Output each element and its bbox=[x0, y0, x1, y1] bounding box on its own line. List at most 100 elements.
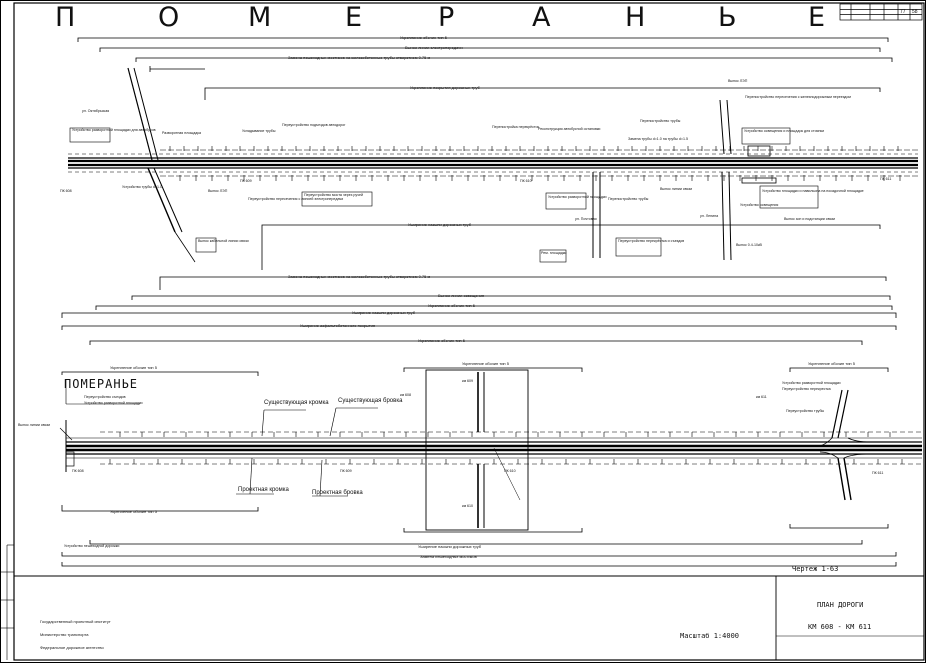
lower-row-label: Укрепление обочин тип 5 bbox=[462, 361, 509, 366]
title-block-frame bbox=[14, 575, 924, 660]
upper-note: Вынос ЛЭП bbox=[208, 189, 228, 193]
upper-pk: ул. Почтовая bbox=[575, 217, 597, 221]
upper-bottom-band-1: Уширение насыпи дорожных труб bbox=[408, 222, 472, 227]
title-letter-8: Ь bbox=[718, 2, 737, 33]
upper-pk: ПК 610 bbox=[520, 179, 532, 183]
upper-band-1: Укрепление обочин тип 5 bbox=[400, 35, 447, 40]
lower-row-label: Уширение асфальтобетонного покрытия bbox=[300, 323, 376, 328]
org-line-2: Министерство транспорта bbox=[40, 632, 89, 637]
inner-frame bbox=[13, 2, 925, 661]
upper-pk: ул. Октябрьская bbox=[82, 109, 110, 113]
lower-brackets bbox=[61, 312, 897, 567]
lower-note-project-brow: Проектная бровка bbox=[312, 490, 363, 496]
upper-note: Устройство трубы d=1.0 bbox=[122, 185, 162, 189]
lower-row-label: Уширение насыпи дорожных труб bbox=[418, 544, 482, 549]
scale: Масштаб 1:4000 bbox=[680, 632, 740, 640]
upper-note: Замена трубы d=1.0 на трубы d=1.5 bbox=[628, 137, 688, 141]
town-name: ПОМЕРАНЬЕ bbox=[64, 377, 139, 391]
lower-note: Переустройство трубы bbox=[786, 409, 825, 413]
lower-note: Устройство разворотной площадки bbox=[84, 401, 143, 405]
lower-note-existing-edge: Существующая кромка bbox=[264, 400, 329, 406]
lower-note-existing-brow: Существующая бровка bbox=[338, 398, 403, 404]
upper-pk: ПК 611 bbox=[880, 177, 892, 181]
lower-note-project-edge: Проектная кромка bbox=[238, 487, 289, 493]
upper-note: Перепостройство трубы bbox=[640, 119, 681, 123]
km-range: КМ 608 - КМ 611 bbox=[808, 623, 872, 631]
upper-pk: ПК 609 bbox=[240, 179, 252, 183]
upper-note-boxes bbox=[69, 127, 819, 263]
drawing-number: Чертеж 1-63 bbox=[792, 565, 839, 573]
lower-note: Переустройство съездов bbox=[84, 395, 126, 399]
upper-bottom-band-3: Вынос линии освещения bbox=[438, 293, 485, 298]
upper-note: Реконструкция автобусной остановки bbox=[538, 127, 601, 131]
lower-row-label: Укрепление обочин тип 5 bbox=[110, 365, 157, 370]
upper-road bbox=[68, 67, 918, 263]
upper-note: Устройство площадки и павильона на посад… bbox=[762, 189, 864, 193]
title-letter-9: Е bbox=[808, 2, 826, 33]
lower-road-ticks bbox=[109, 432, 903, 464]
title-letter-2: О bbox=[158, 2, 180, 33]
lower-row-label: Замена пешеходных мостиков bbox=[420, 554, 477, 559]
left-margin-cells bbox=[1, 544, 14, 660]
upper-note: Вынос линии связи bbox=[660, 187, 693, 191]
upper-note: Разворотная площадка bbox=[162, 131, 202, 135]
lower-pk: км 611 bbox=[756, 395, 767, 399]
upper-note: Перепостройство пересечения с железнодор… bbox=[745, 95, 851, 99]
upper-pk: ул. Ленина bbox=[700, 214, 719, 218]
org-line-3: Федеральное дорожное агентство bbox=[40, 645, 104, 650]
upper-note: Перепостройка перекрёсток bbox=[492, 125, 540, 129]
lower-road bbox=[65, 369, 922, 531]
title-letter-5: Р bbox=[438, 2, 455, 33]
upper-bottom-band-2: Замена пешеходных мостиков на железобето… bbox=[288, 274, 431, 279]
upper-note: Вынос 0.4-10кВ bbox=[736, 243, 762, 247]
upper-note: Вынос кабельной линии связи bbox=[198, 239, 249, 243]
upper-bottom-band-4: Укрепление обочин тип 5 bbox=[428, 303, 475, 308]
upper-note: Вынос зон и подстанции связи bbox=[784, 217, 836, 221]
upper-pk: ПК 608 bbox=[60, 189, 72, 193]
lower-row-label: Укрепление обочин тип 5 bbox=[110, 509, 157, 514]
lower-pk: ПК 611 bbox=[872, 471, 884, 475]
drawing-title: ПЛАН ДОРОГИ bbox=[817, 601, 864, 609]
lower-pk: ПК 610 bbox=[504, 469, 516, 473]
upper-note: Переустройство перекрёстка и съездов bbox=[618, 239, 685, 243]
lower-note: Вынос линии связи bbox=[18, 423, 51, 427]
upper-road-ticks bbox=[169, 146, 901, 181]
upper-note: Устройство освещения bbox=[740, 203, 779, 207]
lower-note: Переустройство перекрестка bbox=[782, 387, 831, 391]
upper-note: Переустройство пересечения с линией элек… bbox=[248, 197, 344, 201]
stamp-frame bbox=[839, 3, 923, 21]
upper-note: Вынос ЛЭП bbox=[728, 79, 748, 83]
lower-note: Устройство разворотной площадки bbox=[782, 381, 841, 385]
title-letter-6: А bbox=[532, 2, 551, 33]
stamp-sheet-no: 77 bbox=[900, 9, 906, 15]
upper-note: Рем. площадки bbox=[541, 251, 567, 255]
lower-row-label: Укрепление обочин тип 5 bbox=[808, 361, 855, 366]
upper-note: Устройство освещения и площадок для стоя… bbox=[744, 129, 825, 133]
lower-pk: км 609 bbox=[462, 379, 474, 383]
lower-note: Устройство пешеходной дорожки bbox=[64, 544, 120, 548]
upper-brackets bbox=[77, 37, 893, 310]
upper-band-3: Замена пешеходных мостиков на железобето… bbox=[288, 55, 431, 60]
lower-pk: км 608 bbox=[400, 393, 412, 397]
lower-pk: ПК 609 bbox=[340, 469, 352, 473]
org-line-1: Государственный проектный институт bbox=[40, 619, 111, 624]
upper-note: Укладывание трубы bbox=[242, 129, 276, 133]
upper-band-2: Вынос линии электропередачи bbox=[405, 45, 463, 50]
lower-pk: км 610 bbox=[462, 504, 474, 508]
title-letter-3: М bbox=[248, 2, 272, 33]
upper-note: Устройство разворотной площадки для авто… bbox=[72, 128, 156, 132]
stamp-sheets: 58 bbox=[912, 9, 918, 15]
title-letter-7: Н bbox=[625, 2, 646, 33]
lower-row-label: Уширение насыпи дорожных труб bbox=[352, 310, 416, 315]
lower-row-label: Укрепление обочин тип 5 bbox=[418, 338, 465, 343]
upper-note: Переустройство подъездов автодорог bbox=[282, 123, 346, 127]
upper-note: Перепостройство трубы bbox=[608, 197, 649, 201]
lower-pointers bbox=[59, 380, 378, 497]
upper-note: Переустройство моста через ручей bbox=[304, 193, 363, 197]
title-letter-1: П bbox=[55, 2, 76, 33]
upper-strengthen-pavement: Укрепление покрытия дорожных труб bbox=[410, 85, 480, 90]
title-letter-4: Е bbox=[345, 2, 363, 33]
lower-pk: ПК 608 bbox=[72, 469, 84, 473]
